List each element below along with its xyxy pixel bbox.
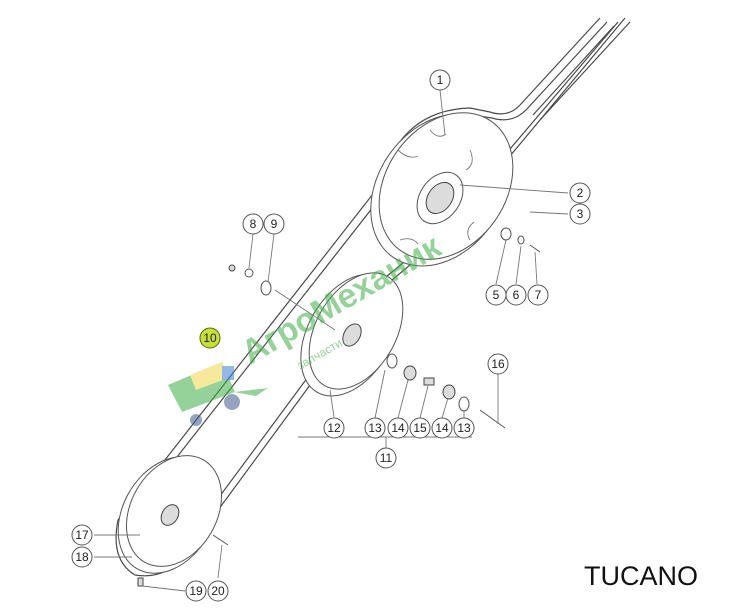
callout-label: 3 — [577, 207, 584, 221]
callout-12[interactable]: 12 — [323, 417, 345, 439]
callout-14[interactable]: 14 — [387, 417, 409, 439]
callout-3[interactable]: 3 — [569, 203, 591, 225]
callout-20[interactable]: 20 — [207, 580, 229, 602]
callout-label: 19 — [189, 584, 203, 598]
callout-label: 14 — [435, 421, 449, 435]
callout-label: 2 — [577, 186, 584, 200]
callout-10[interactable]: 10 — [199, 327, 221, 349]
callout-label: 13 — [457, 421, 471, 435]
callout-18[interactable]: 18 — [71, 546, 93, 568]
callout-label: 12 — [327, 421, 341, 435]
callout-13[interactable]: 13 — [364, 417, 386, 439]
callout-label: 11 — [380, 451, 393, 465]
leader-lines — [94, 89, 569, 592]
watermark: АгроМеханик запчасти — [168, 227, 448, 426]
callout-label: 18 — [75, 550, 89, 564]
idler-pulley — [300, 272, 404, 397]
callout-label: 17 — [75, 528, 89, 542]
callout-label: 1 — [437, 73, 444, 87]
callout-14-second[interactable]: 14 — [431, 417, 453, 439]
callout-label: 16 — [491, 357, 505, 371]
callout-16[interactable]: 16 — [487, 353, 509, 375]
callout-label: 15 — [413, 421, 427, 435]
callout-5[interactable]: 5 — [485, 284, 507, 306]
callout-label: 20 — [211, 584, 225, 598]
callout-label: 7 — [535, 288, 542, 302]
callout-label: 14 — [391, 421, 405, 435]
callout-11[interactable]: 11 — [375, 447, 397, 469]
model-label: TUCANO — [584, 561, 698, 591]
hardware-parts — [137, 227, 541, 587]
callout-8[interactable]: 8 — [242, 213, 264, 235]
callout-15[interactable]: 15 — [409, 417, 431, 439]
callout-label: 5 — [493, 288, 500, 302]
harvester-logo-icon — [168, 362, 268, 426]
callout-13-second[interactable]: 13 — [453, 417, 475, 439]
callout-6[interactable]: 6 — [505, 284, 527, 306]
callout-label: 9 — [271, 217, 278, 231]
callout-17[interactable]: 17 — [71, 524, 93, 546]
callout-19[interactable]: 19 — [185, 580, 207, 602]
callout-2[interactable]: 2 — [569, 182, 591, 204]
callout-9[interactable]: 9 — [263, 213, 285, 235]
large-pulley — [370, 112, 514, 267]
lower-pulley — [117, 455, 223, 574]
callout-7[interactable]: 7 — [527, 284, 549, 306]
callout-label: 10 — [203, 331, 217, 345]
callout-1[interactable]: 1 — [429, 69, 451, 91]
callout-label: 13 — [368, 421, 382, 435]
callout-label: 6 — [513, 288, 520, 302]
callout-label: 8 — [250, 217, 257, 231]
